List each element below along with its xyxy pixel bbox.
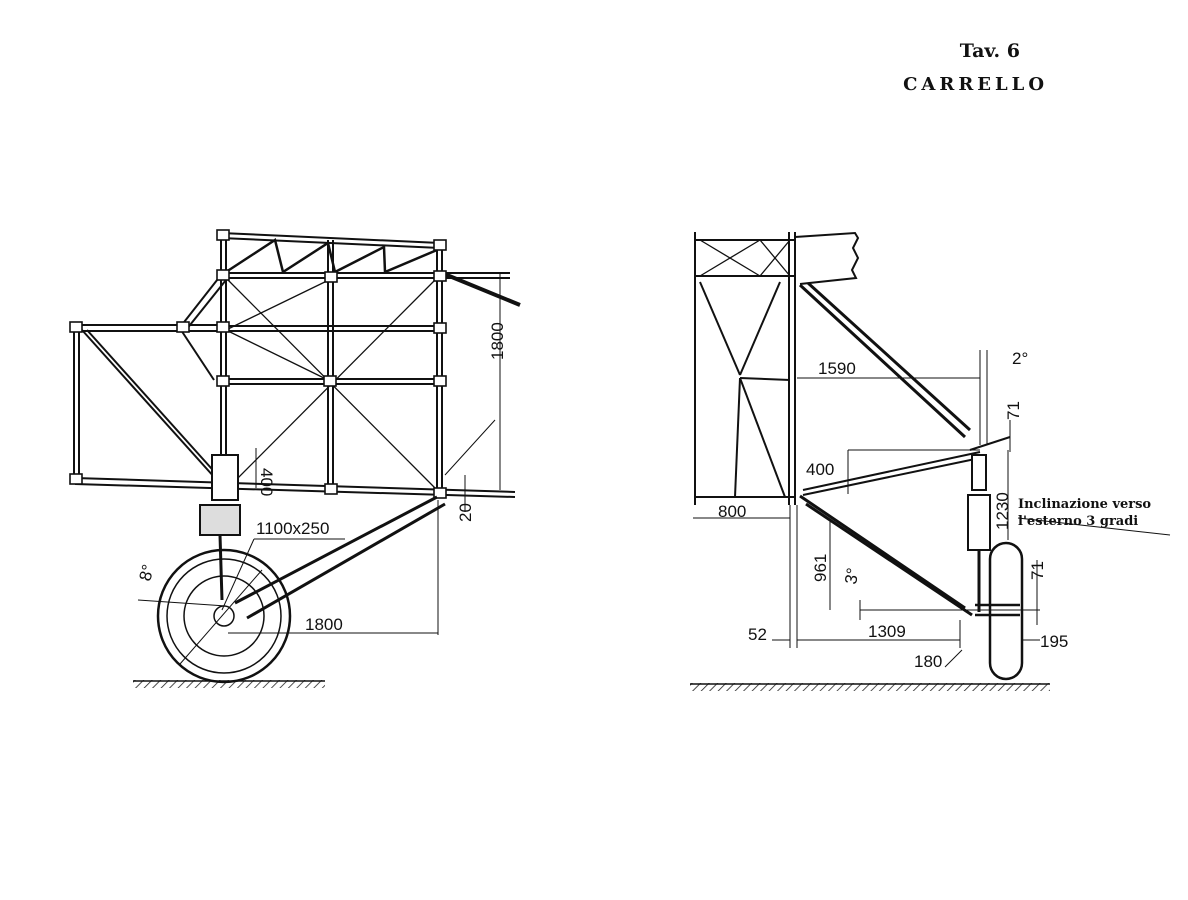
lower-bracing [799,451,981,617]
side-dimension-lines [137,273,501,665]
dim-tube-offset: 20 [456,503,475,522]
dim-strut-offset: 400 [257,468,276,496]
plate-number: Tav. 6 [959,40,1020,62]
dim-wheel-base: 1800 [305,615,343,634]
ground-hatch-front [690,683,1050,691]
note-line-1: Inclinazione verso [1018,497,1151,512]
dim-height-axle: 961 [811,554,830,582]
front-fuselage [694,231,860,505]
rear-strut [234,495,446,620]
dim-leg-length: 1230 [993,492,1012,530]
front-dimension-lines [693,350,1171,668]
fuselage-frame [69,229,521,499]
dim-top-angle: 2° [1012,349,1028,368]
dim-tire-size: 1100x250 [256,519,329,538]
dim-axle-angle: 3° [841,566,863,585]
side-wheel [156,548,292,684]
dim-frame-height: 1800 [488,322,507,360]
ground-hatch [133,680,325,688]
side-view [69,229,521,688]
side-dimension-labels: 1800 400 20 1100x250 8° 1800 [136,322,507,634]
dim-span-strut: 1590 [818,359,856,378]
dim-track: 1309 [868,622,906,641]
upper-strut [798,281,972,439]
shock-absorber [199,454,241,601]
dim-root-width: 800 [718,502,746,521]
dim-angle: 8° [136,562,159,583]
dim-hub-width: 195 [1040,632,1068,651]
dim-gap-left: 52 [748,625,767,644]
front-dimension-labels: 2° 1590 71 400 1230 800 961 3° 71 1309 5… [718,349,1151,671]
dim-upper-offset: 71 [1004,401,1023,420]
note-line-2: l'esterno 3 gradi [1018,514,1138,529]
plate-title: CARRELLO [903,74,1048,95]
oleo-leg [967,436,1011,612]
front-view [690,231,1171,691]
front-wheel [975,541,1024,681]
dim-lower-offset: 71 [1028,561,1047,580]
dim-brace-offset: 400 [806,460,834,479]
dim-axle-stub: 180 [914,652,942,671]
